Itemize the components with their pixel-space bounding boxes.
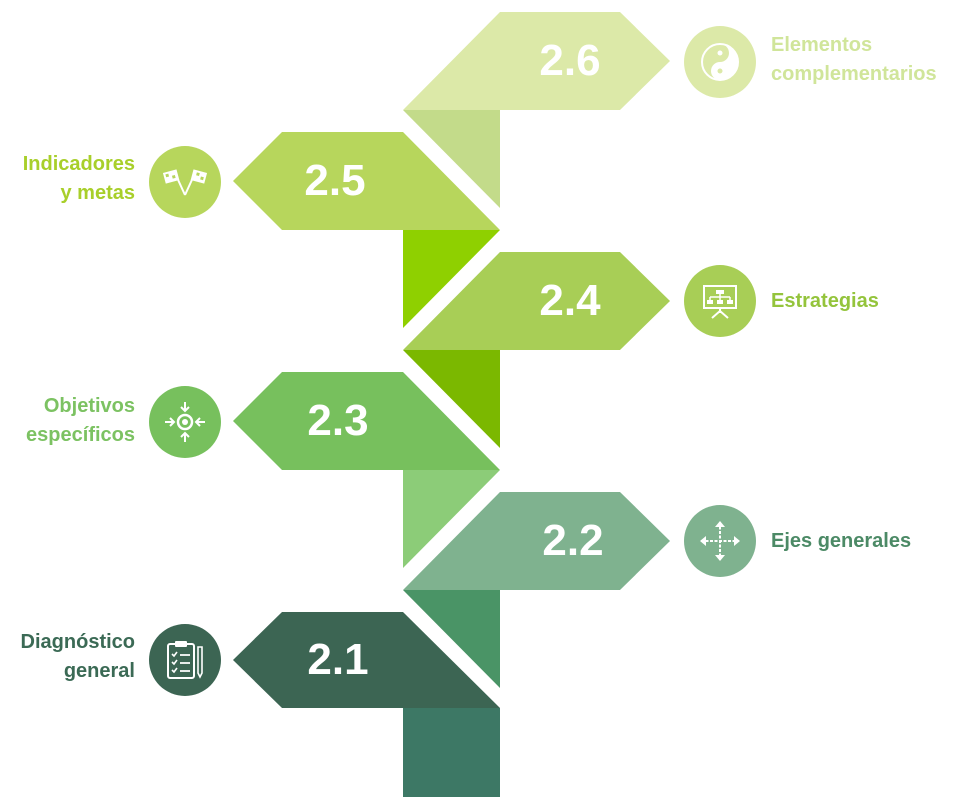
arrow-2-4 bbox=[403, 252, 670, 350]
step-number-2-3: 2.3 bbox=[307, 396, 369, 445]
arrow-2-5 bbox=[233, 132, 500, 230]
target-arrows-icon bbox=[149, 386, 221, 458]
step-number-2-4: 2.4 bbox=[539, 276, 601, 325]
step-label-2-5-line1: Indicadores bbox=[22, 153, 135, 175]
step-label-2-6-line2: complementarios bbox=[771, 63, 937, 85]
step-label-2-3-line1: Objetivos bbox=[43, 395, 135, 417]
step-label-2-1: Diagnóstico general bbox=[0, 628, 135, 686]
step-number-2-1: 2.1 bbox=[307, 635, 369, 684]
post-segment-2-4 bbox=[403, 350, 500, 448]
step-label-2-6-line1: Elementos bbox=[771, 34, 873, 56]
post-segment-2-1 bbox=[403, 708, 500, 797]
arrow-2-1 bbox=[233, 612, 500, 708]
step-label-2-4-line1: Estrategias bbox=[771, 290, 879, 312]
step-label-2-5-line2: y metas bbox=[60, 182, 136, 204]
step-number-2-6: 2.6 bbox=[539, 36, 601, 85]
step-number-2-5: 2.5 bbox=[304, 156, 366, 205]
step-label-2-4: Estrategias bbox=[771, 287, 879, 316]
step-label-2-2: Ejes generales bbox=[771, 527, 911, 556]
arrow-2-2 bbox=[403, 492, 670, 590]
yin-yang-icon bbox=[684, 26, 756, 98]
post-segment-2-2 bbox=[403, 590, 500, 688]
step-label-2-1-line2: general bbox=[63, 660, 135, 682]
post-segment-2-6 bbox=[403, 110, 500, 208]
post-segment-2-3 bbox=[403, 470, 500, 568]
step-number-2-2: 2.2 bbox=[542, 516, 604, 565]
presentation-board-icon bbox=[684, 265, 756, 337]
checkered-flags-icon bbox=[149, 146, 221, 218]
step-label-2-3-line2: específicos bbox=[26, 424, 135, 446]
step-label-2-2-line1: Ejes generales bbox=[771, 530, 912, 552]
step-label-2-6: Elementos complementarios bbox=[771, 31, 937, 89]
step-label-2-3: Objetivos específicos bbox=[0, 392, 135, 450]
cross-arrows-icon bbox=[684, 505, 756, 577]
post-segment-2-5 bbox=[403, 230, 500, 328]
step-label-2-5: Indicadores y metas bbox=[0, 150, 135, 208]
arrow-2-3 bbox=[233, 372, 500, 470]
clipboard-checklist-icon bbox=[149, 624, 221, 696]
arrow-2-6 bbox=[403, 12, 670, 110]
step-label-2-1-line1: Diagnóstico bbox=[20, 631, 135, 653]
